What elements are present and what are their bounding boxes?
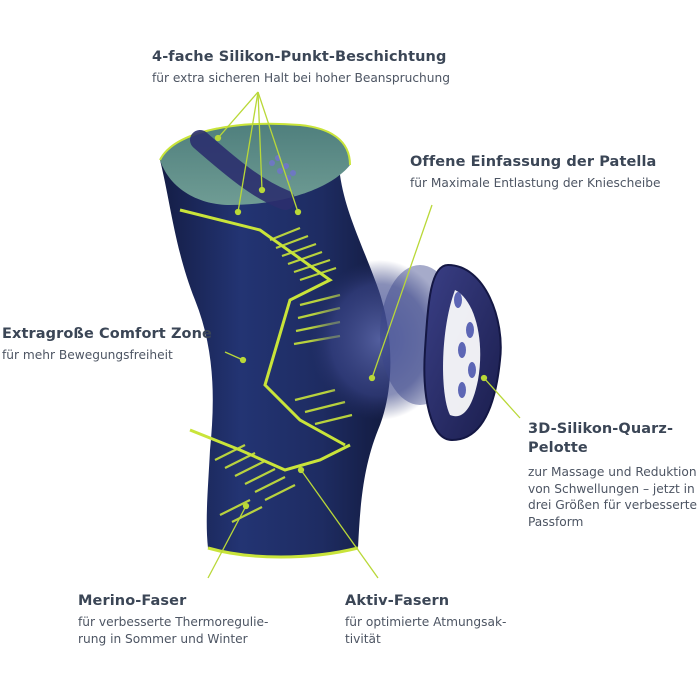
callout-lines xyxy=(207,91,521,579)
callout-patella: Offene Einfassung der Patella für Maxima… xyxy=(410,153,660,192)
callout-title: Merino-Faser xyxy=(78,593,187,609)
callout-line xyxy=(300,469,379,579)
callout-title-line: 3D-Silikon-Quarz- xyxy=(528,421,674,437)
callout-aktiv: Aktiv-Fasern für optimierte Atmungsak- t… xyxy=(345,592,506,647)
callout-line xyxy=(371,204,433,379)
callout-line xyxy=(257,91,263,191)
callout-silicone: 4-fache Silikon-Punkt-Beschichtung für e… xyxy=(152,48,450,87)
callout-line xyxy=(207,505,247,579)
knee-brace-image xyxy=(159,122,391,559)
callout-title: 3D-Silikon-Quarz- Pelotte xyxy=(528,420,697,458)
callout-title: Offene Einfassung der Patella xyxy=(410,154,657,170)
callout-desc-line: für mehr Bewegungsfreiheit xyxy=(2,348,173,362)
callout-description: zur Massage und Reduktion von Schwellung… xyxy=(528,464,697,530)
callout-title: Extragroße Comfort Zone xyxy=(2,326,212,342)
callout-description: für Maximale Entlastung der Kniescheibe xyxy=(410,175,660,192)
callout-title-line: Pelotte xyxy=(528,440,588,456)
callout-desc-line: von Schwellungen – jetzt in xyxy=(528,481,695,496)
callout-description: für optimierte Atmungsak- tivität xyxy=(345,614,506,647)
callout-desc-line: rung in Sommer und Winter xyxy=(78,631,248,646)
callout-description: für extra sicheren Halt bei hoher Beansp… xyxy=(152,70,450,87)
callout-line xyxy=(224,351,244,361)
callout-desc-line: Passform xyxy=(528,514,584,529)
callout-merino: Merino-Faser für verbesserte Thermoregul… xyxy=(78,592,268,647)
callout-line xyxy=(257,91,299,213)
patella-pad-image xyxy=(310,260,502,442)
callout-line xyxy=(237,91,259,213)
callout-comfort: Extragroße Comfort Zone für mehr Bewegun… xyxy=(2,325,212,364)
callout-title: Aktiv-Fasern xyxy=(345,593,450,609)
callout-desc-line: zur Massage und Reduktion xyxy=(528,465,697,479)
callout-line xyxy=(483,377,521,419)
callout-desc-line: für extra sicheren Halt bei hoher Beansp… xyxy=(152,71,450,85)
callout-description: für mehr Bewegungsfreiheit xyxy=(2,347,212,364)
callout-title: 4-fache Silikon-Punkt-Beschichtung xyxy=(152,49,447,65)
callout-description: für verbesserte Thermoregulie- rung in S… xyxy=(78,614,268,647)
callout-desc-line: für Maximale Entlastung der Kniescheibe xyxy=(410,176,661,190)
callout-desc-line: tivität xyxy=(345,631,381,646)
callout-desc-line: drei Größen für verbesserte xyxy=(528,498,697,512)
callout-desc-line: für optimierte Atmungsak- xyxy=(345,615,507,629)
callout-pelotte: 3D-Silikon-Quarz- Pelotte zur Massage un… xyxy=(528,420,697,530)
callout-desc-line: für verbesserte Thermoregulie- xyxy=(78,615,269,629)
callout-line xyxy=(217,91,259,139)
